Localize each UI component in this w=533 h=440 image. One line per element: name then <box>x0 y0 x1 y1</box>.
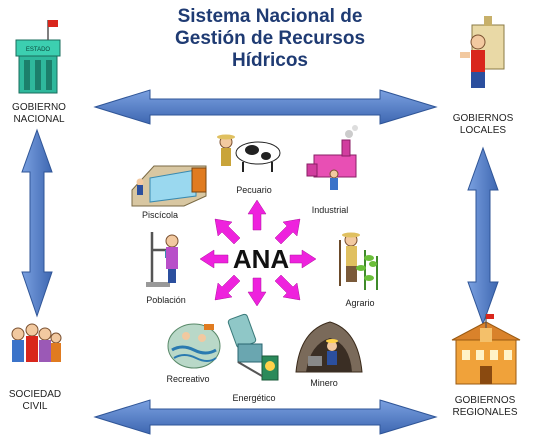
label-gobiernos-regionales: GOBIERNOS REGIONALES <box>452 395 518 418</box>
civil-society-people-icon <box>11 323 62 362</box>
ana-center-label: ANA <box>232 244 290 274</box>
ana-arrow-left <box>199 249 229 269</box>
label-pecuario: Pecuario <box>236 185 272 195</box>
ana-arrow-down <box>247 277 267 307</box>
ana-arrow-right <box>289 249 317 269</box>
top-double-arrow <box>93 89 438 125</box>
industrial-factory-icon <box>306 125 358 190</box>
recreation-pool-icon <box>167 323 221 369</box>
label-minero: Minero <box>310 378 338 388</box>
population-tap-icon <box>146 232 179 287</box>
label-piscicola: Piscícola <box>141 210 178 220</box>
regional-building-icon <box>451 314 521 385</box>
government-building-icon: ESTADO <box>15 20 61 94</box>
fish-pond-icon <box>131 165 207 207</box>
ana-radiating-arrows <box>199 199 317 307</box>
label-energetico: Energético <box>232 393 276 403</box>
page-title: Sistema Nacional de Gestión de Recursos … <box>120 6 420 72</box>
label-poblacion: Población <box>146 295 186 305</box>
left-double-arrow <box>21 128 53 318</box>
building-seal-text: ESTADO <box>26 47 51 53</box>
label-gobiernos-locales: GOBIERNOS LOCALES <box>452 113 514 136</box>
local-official-icon <box>460 16 505 88</box>
ana-arrow-up-left <box>214 218 241 245</box>
right-double-arrow <box>467 146 499 326</box>
bottom-double-arrow <box>93 399 438 435</box>
mining-miner-icon <box>295 321 363 373</box>
ana-arrow-up <box>247 199 267 231</box>
ana-arrow-down-right <box>274 274 301 301</box>
label-recreativo: Recreativo <box>166 374 210 384</box>
label-sociedad-civil: SOCIEDAD CIVIL <box>8 389 62 412</box>
ana-arrow-down-left <box>214 274 241 301</box>
label-gobierno-nacional: GOBIERNO NACIONAL <box>12 102 66 125</box>
livestock-cow-icon <box>217 134 281 172</box>
hydro-energy-icon <box>227 313 279 381</box>
ana-arrow-up-right <box>274 218 301 245</box>
farmer-crops-icon <box>339 232 378 290</box>
title-line-1: Sistema Nacional de <box>177 6 363 27</box>
title-line-3: Hídricos <box>231 50 309 71</box>
title-line-2: Gestión de Recursos <box>174 28 366 49</box>
label-agrario: Agrario <box>345 298 375 308</box>
label-industrial: Industrial <box>311 205 349 215</box>
